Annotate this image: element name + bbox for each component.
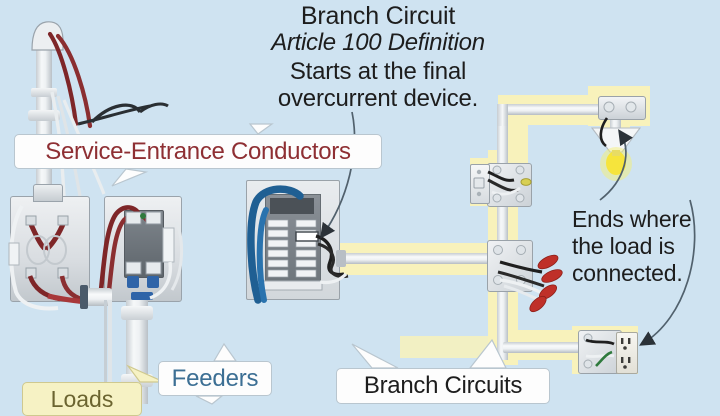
branch-cable-connector <box>336 250 346 267</box>
feeder-conductor-strand <box>108 300 112 404</box>
nipple-fitting-left <box>80 285 88 309</box>
load-center-internals-layer <box>247 185 349 304</box>
ends-annotation: Ends where the load is connected. <box>572 206 718 287</box>
mast-coupling-lower <box>28 110 60 121</box>
branch-cable-top-elbow <box>497 104 508 126</box>
disconnect-internals-layer <box>97 205 184 301</box>
ceiling-light-layer <box>590 101 642 181</box>
ends-line-2: the load is <box>572 232 675 259</box>
callout-branch-circuits: Branch Circuits <box>336 368 550 404</box>
splice-box-wiring-layer <box>493 245 563 313</box>
receptacle-wiring-layer <box>583 333 631 369</box>
callout-feeders: Feeders <box>158 361 272 396</box>
feeder-conduit-coupling-top <box>121 306 153 320</box>
ends-line-3: connected. <box>572 259 683 286</box>
title-line-4: overcurrent device. <box>277 84 479 112</box>
title-line-3: Starts at the final <box>289 57 467 85</box>
mast-coupling-upper <box>31 88 57 97</box>
branch-cable-bottom-run <box>503 342 585 353</box>
branch-circuit-cable-run <box>340 253 492 264</box>
diagram-canvas: Branch Circuit Article 100 Definition St… <box>8 2 718 416</box>
title-line-1: Branch Circuit <box>300 2 456 30</box>
page-title: Branch Circuit Article 100 Definition St… <box>232 2 524 113</box>
branch-cable-top-run <box>503 104 621 115</box>
ends-line-1: Ends where <box>572 206 692 232</box>
title-line-2: Article 100 Definition <box>271 29 485 56</box>
switch-box-wiring-layer <box>473 165 532 203</box>
feeder-conduit-upper-left <box>104 300 107 404</box>
callout-loads: Loads <box>22 382 142 416</box>
callout-service-entrance-conductors: Service-Entrance Conductors <box>14 134 382 169</box>
meter-socket-hub <box>33 184 63 202</box>
